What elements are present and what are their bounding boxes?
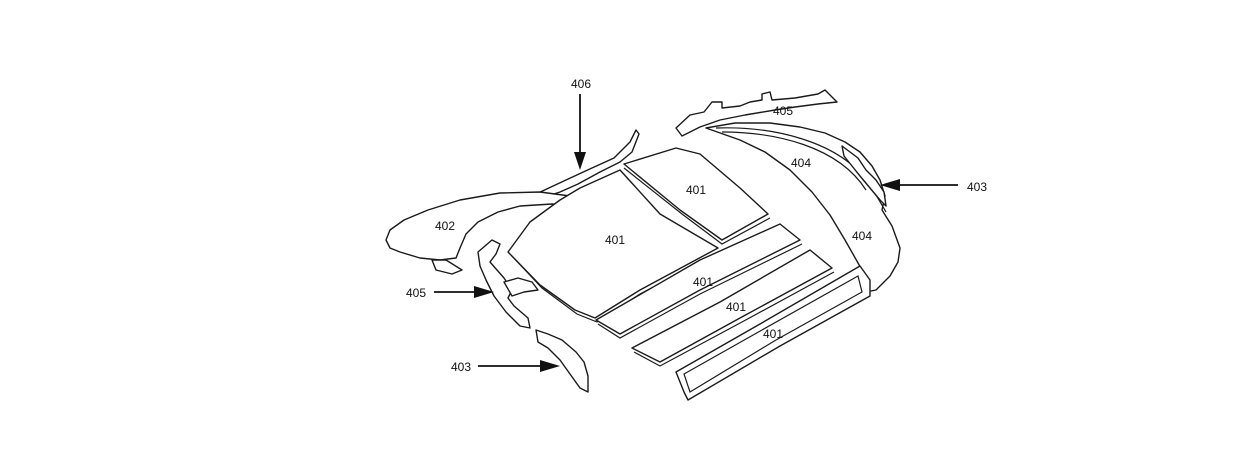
part-402-curved	[385, 191, 607, 275]
label-403-right: 403	[967, 180, 987, 194]
label-401-upper: 401	[686, 183, 706, 197]
label-404-lower: 404	[852, 229, 872, 243]
label-402: 402	[435, 219, 455, 233]
label-401-strip-3: 401	[763, 327, 783, 341]
part-401-strip-1	[595, 223, 803, 339]
part-401-upper	[623, 147, 771, 245]
label-404-upper: 404	[791, 156, 811, 170]
part-403-right	[841, 145, 887, 207]
part-406-strip	[535, 129, 640, 199]
part-403-left	[535, 329, 589, 393]
label-405-left: 405	[406, 286, 426, 300]
label-401-strip-2: 401	[726, 300, 746, 314]
arrow-406	[574, 94, 586, 170]
part-405-left	[477, 239, 539, 329]
label-403-left: 403	[451, 360, 471, 374]
label-405-top: 405	[773, 104, 793, 118]
part-401-strip-3	[675, 265, 871, 401]
label-401-large: 401	[605, 233, 625, 247]
arrow-403-right	[880, 179, 958, 191]
part-401-strip-2	[631, 249, 835, 367]
label-406: 406	[571, 77, 591, 91]
label-401-strip-1: 401	[693, 275, 713, 289]
arrow-405-left	[434, 286, 494, 298]
part-405-top	[675, 89, 838, 137]
arrow-403-left	[478, 360, 560, 372]
